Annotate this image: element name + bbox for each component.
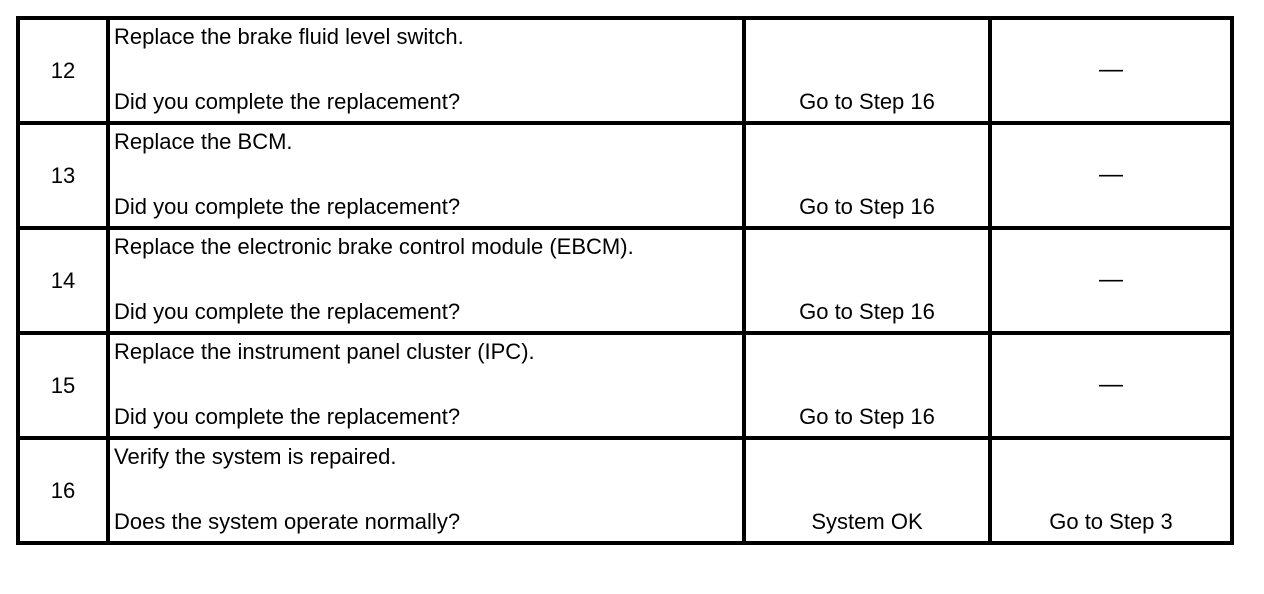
action-cell: Replace the brake fluid level switch. Di…: [106, 16, 746, 125]
no-result-cell: —: [988, 121, 1234, 230]
yes-result-cell: Go to Step 16: [742, 331, 992, 440]
no-result: —: [1099, 371, 1123, 398]
step-number: 16: [16, 436, 110, 545]
yes-result: System OK: [811, 509, 923, 534]
no-result-cell: Go to Step 3: [988, 436, 1234, 545]
diagnostic-table-container: 12 Replace the brake fluid level switch.…: [16, 16, 1234, 545]
action-question: Did you complete the replacement?: [114, 194, 461, 219]
yes-result-cell: System OK: [742, 436, 992, 545]
table-row: 14 Replace the electronic brake control …: [16, 226, 1234, 335]
action-question: Did you complete the replacement?: [114, 299, 461, 324]
no-result: —: [1099, 161, 1123, 188]
yes-result-cell: Go to Step 16: [742, 16, 992, 125]
step-number: 15: [16, 331, 110, 440]
action-cell: Replace the BCM. Did you complete the re…: [106, 121, 746, 230]
diagnostic-steps-table: 12 Replace the brake fluid level switch.…: [16, 16, 1234, 545]
yes-result-cell: Go to Step 16: [742, 121, 992, 230]
no-result-cell: —: [988, 16, 1234, 125]
action-cell: Replace the instrument panel cluster (IP…: [106, 331, 746, 440]
no-result-cell: —: [988, 331, 1234, 440]
table-row: 15 Replace the instrument panel cluster …: [16, 331, 1234, 440]
yes-result: Go to Step 16: [799, 89, 935, 114]
action-cell: Verify the system is repaired. Does the …: [106, 436, 746, 545]
yes-result: Go to Step 16: [799, 299, 935, 324]
table-row: 13 Replace the BCM. Did you complete the…: [16, 121, 1234, 230]
action-instruction: Replace the electronic brake control mod…: [114, 234, 634, 259]
action-instruction: Replace the instrument panel cluster (IP…: [114, 339, 535, 364]
action-question: Does the system operate normally?: [114, 509, 461, 534]
no-result-cell: —: [988, 226, 1234, 335]
action-question: Did you complete the replacement?: [114, 89, 461, 114]
action-instruction: Replace the BCM.: [114, 129, 293, 154]
action-cell: Replace the electronic brake control mod…: [106, 226, 746, 335]
no-result: —: [1099, 56, 1123, 83]
table-row: 12 Replace the brake fluid level switch.…: [16, 16, 1234, 125]
yes-result-cell: Go to Step 16: [742, 226, 992, 335]
yes-result: Go to Step 16: [799, 194, 935, 219]
action-instruction: Replace the brake fluid level switch.: [114, 24, 464, 49]
action-instruction: Verify the system is repaired.: [114, 444, 397, 469]
no-result: —: [1099, 266, 1123, 293]
step-number: 14: [16, 226, 110, 335]
step-number: 12: [16, 16, 110, 125]
table-row: 16 Verify the system is repaired. Does t…: [16, 436, 1234, 545]
action-question: Did you complete the replacement?: [114, 404, 461, 429]
yes-result: Go to Step 16: [799, 404, 935, 429]
step-number: 13: [16, 121, 110, 230]
no-result: Go to Step 3: [1049, 509, 1173, 534]
